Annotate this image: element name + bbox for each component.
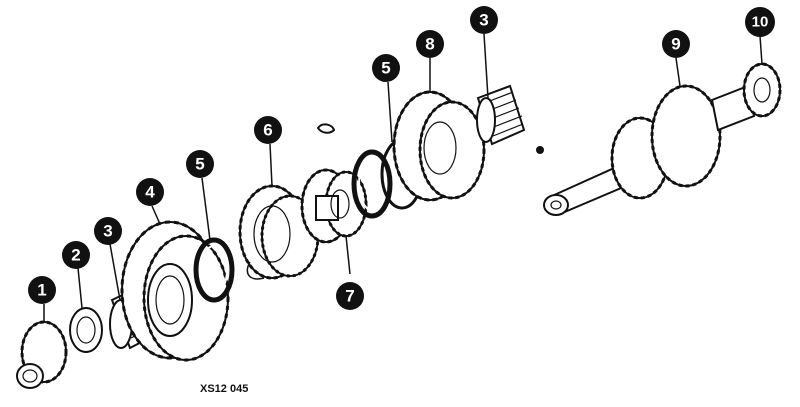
callout-8: 8 (416, 30, 444, 58)
svg-text:5: 5 (195, 155, 204, 174)
part-2-spacer (69, 307, 103, 353)
svg-text:3: 3 (479, 11, 488, 30)
part-8-gear (392, 90, 486, 202)
svg-text:6: 6 (263, 121, 272, 140)
small-pin (536, 146, 544, 154)
callout-10: 10 (745, 7, 775, 37)
part-9-shaft (543, 84, 756, 216)
svg-text:5: 5 (381, 59, 390, 78)
figure-reference-code: XS12 045 (200, 383, 248, 395)
part-3-needle-bearing-right (476, 84, 526, 146)
part-4-gear (120, 220, 230, 362)
svg-text:10: 10 (752, 14, 769, 31)
leader-lines (43, 33, 763, 322)
callout-7: 7 (336, 282, 364, 310)
svg-text:7: 7 (345, 287, 354, 306)
callout-3-left: 3 (94, 217, 122, 245)
svg-text:3: 3 (103, 222, 112, 241)
part-1-bearing (16, 320, 68, 389)
svg-text:8: 8 (425, 35, 434, 54)
svg-text:2: 2 (71, 246, 80, 265)
svg-text:4: 4 (145, 183, 155, 202)
callout-6: 6 (254, 116, 282, 144)
small-clip (316, 123, 336, 134)
callout-9: 9 (662, 30, 690, 58)
callout-3-right: 3 (470, 6, 498, 34)
callout-1: 1 (28, 276, 56, 304)
svg-text:9: 9 (671, 35, 680, 54)
callout-5-right: 5 (372, 54, 400, 82)
callout-2: 2 (62, 241, 90, 269)
part-10-end-bearing (742, 62, 782, 118)
callout-5-left: 5 (186, 150, 214, 178)
part-5-snap-ring-left (193, 237, 235, 303)
svg-text:1: 1 (37, 281, 46, 300)
callout-4: 4 (136, 178, 164, 206)
